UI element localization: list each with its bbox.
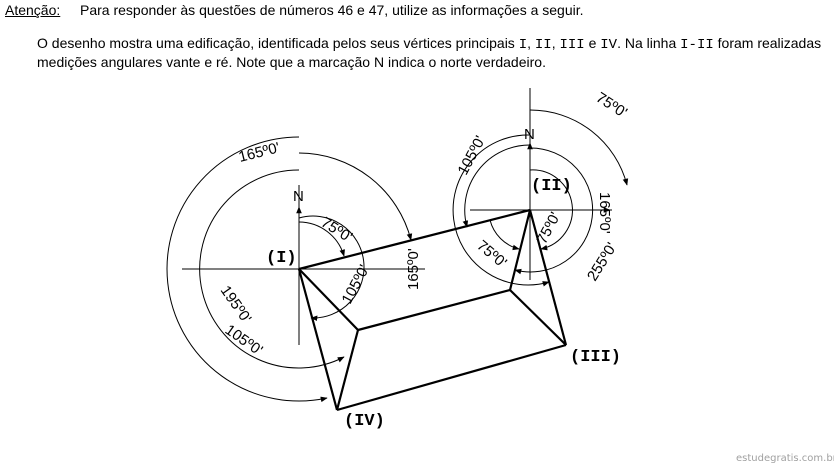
attention-label: Atenção: [5, 2, 61, 18]
angle-label-i-165-right: 165º0' [405, 248, 422, 290]
vertex-label-i: (I) [266, 249, 297, 268]
angle-label-i-105-bottom: 105º0' [222, 321, 266, 359]
angle-label-i-165-top: 165º0' [237, 139, 282, 166]
angle-label-ii-75-right: 75º0' [534, 209, 565, 247]
arcs-vertex-i [166, 136, 413, 403]
description-paragraph: O desenho mostra uma edificação, identif… [37, 35, 822, 70]
angle-label-ii-165: 165º0' [596, 192, 613, 234]
intro-text: Para responder às questões de números 46… [80, 2, 584, 18]
north-label-ii: N [524, 126, 535, 143]
watermark: estudegratis.com.br [736, 453, 834, 464]
north-label-i: N [293, 188, 304, 205]
angle-label-ii-105: 105º0' [455, 133, 490, 178]
vertex-label-ii: (II) [531, 177, 572, 196]
building-outline [297, 208, 568, 412]
angle-label-ii-75-top: 75º0' [593, 89, 630, 122]
angle-label-i-195: 195º0' [217, 283, 255, 327]
vertex-label-iv: (IV) [344, 412, 385, 431]
angle-label-ii-255: 255º0' [584, 240, 621, 284]
vertex-label-iii: (III) [570, 348, 621, 367]
arcs-vertex-ii [452, 109, 629, 287]
